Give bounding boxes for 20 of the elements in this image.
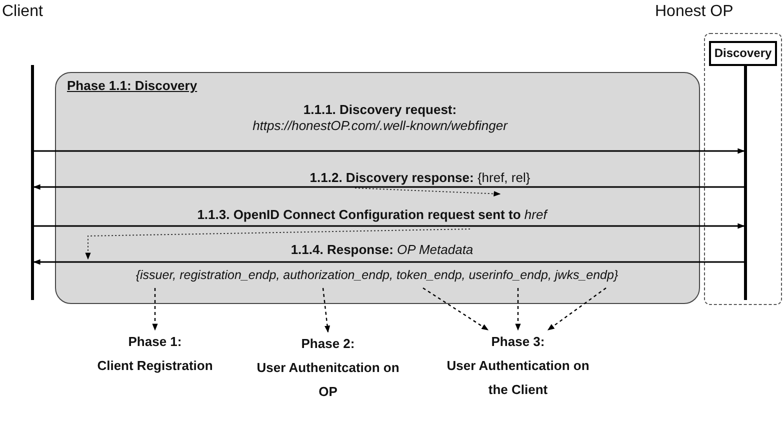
phase-title: Phase 1:: [127, 333, 183, 351]
phase-description: Client Registration: [96, 357, 214, 375]
leader-arrow: [322, 288, 330, 333]
phase-description: User Authentication on the Client: [446, 357, 590, 399]
frame-title: Phase 1.1: Discovery: [67, 78, 198, 93]
metadata-list: {issuer, registration_endp, authorization_endp, token_endp, userinfo_endp, jwks_endp}: [56, 266, 698, 284]
actor-name: Client: [2, 3, 43, 21]
leader-arrow: [422, 288, 489, 330]
phase-title: Phase 2:: [300, 335, 356, 353]
phase-title: Phase 3:: [490, 333, 546, 351]
message-arrow: [34, 148, 745, 154]
phase-description: User Authenitcation on OP: [256, 359, 400, 401]
message-arrow: [34, 223, 745, 229]
participant-name: Discovery: [714, 46, 772, 60]
participant-name: Honest OP: [655, 3, 734, 21]
message-arrow: [33, 184, 744, 190]
leader-arrow: [515, 288, 521, 331]
leader-arrow: [547, 288, 606, 330]
leader-arrow: [152, 288, 158, 331]
message-arrow: [33, 259, 744, 265]
